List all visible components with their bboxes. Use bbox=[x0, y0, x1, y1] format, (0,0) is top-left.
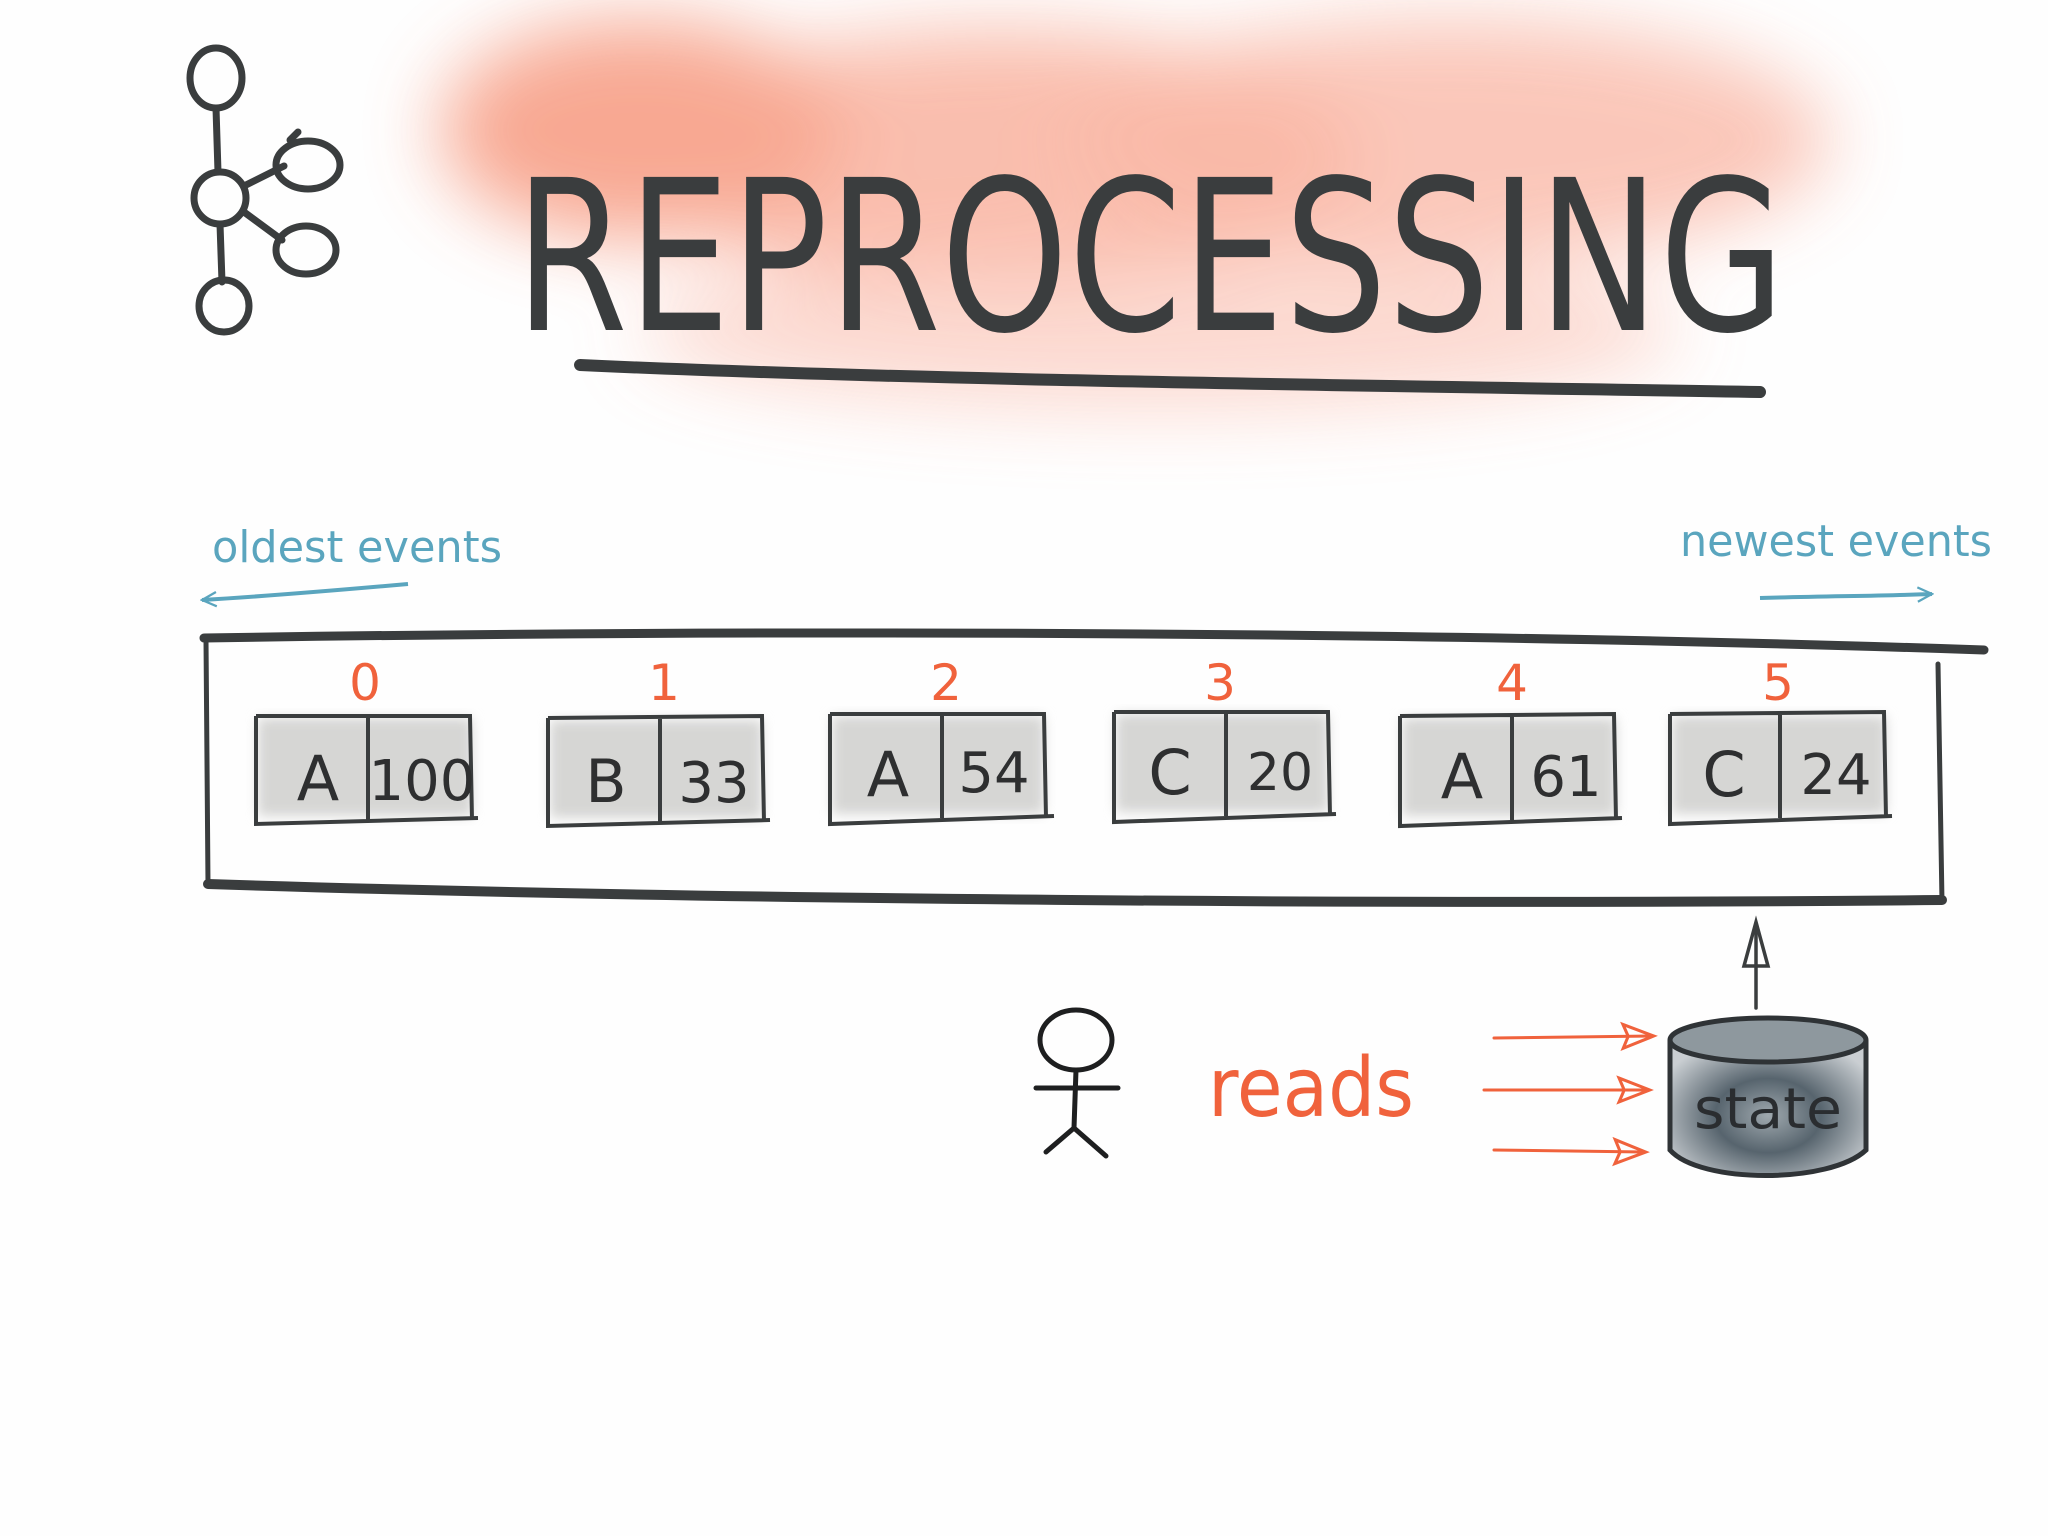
newest-events-arrow bbox=[1759, 594, 1932, 598]
stick-figure-icon bbox=[1033, 1007, 1121, 1159]
event-offset: 5 bbox=[1762, 654, 1794, 712]
state-to-log-arrow bbox=[1741, 915, 1771, 1010]
event-key: C bbox=[1702, 738, 1745, 811]
event-cell-bg bbox=[550, 720, 762, 818]
page-title: REPROCESSING bbox=[515, 135, 1785, 380]
event-value: 33 bbox=[678, 751, 749, 816]
newest-events-label: newest events bbox=[1680, 516, 1992, 567]
event-record: 4 A 61 bbox=[1398, 654, 1623, 829]
event-value: 24 bbox=[1800, 743, 1871, 808]
event-key: A bbox=[1441, 740, 1483, 813]
database-icon: state bbox=[1667, 1015, 1869, 1178]
event-key: A bbox=[297, 742, 339, 815]
event-cell-bg bbox=[1402, 718, 1616, 816]
event-value: 20 bbox=[1247, 743, 1313, 803]
reads-arrows bbox=[1482, 1021, 1658, 1167]
title-highlight bbox=[440, 20, 1830, 410]
event-cell-bg bbox=[1116, 714, 1328, 812]
event-offset: 0 bbox=[349, 654, 381, 712]
event-key: A bbox=[867, 738, 909, 811]
kafka-logo-icon bbox=[186, 44, 344, 336]
event-value: 54 bbox=[958, 741, 1029, 806]
oldest-events-label: oldest events bbox=[212, 522, 502, 573]
title-underline bbox=[574, 359, 1766, 398]
event-record: 5 C 24 bbox=[1668, 654, 1893, 827]
reads-arrow bbox=[1492, 1021, 1658, 1052]
event-offset: 4 bbox=[1496, 654, 1528, 712]
event-key: B bbox=[585, 747, 626, 817]
event-record: 1 B 33 bbox=[546, 654, 771, 829]
event-value: 100 bbox=[369, 749, 476, 814]
event-record: 2 A 54 bbox=[828, 654, 1055, 827]
reads-label: reads bbox=[1208, 1041, 1414, 1136]
event-record: 3 C 20 bbox=[1112, 654, 1337, 825]
state-label: state bbox=[1694, 1077, 1842, 1142]
event-cell-bg bbox=[832, 716, 1044, 814]
event-offset: 2 bbox=[930, 654, 962, 712]
event-records: 0 A 100 1 B 33 2 A 54 3 C 20 4 bbox=[254, 654, 1893, 829]
oldest-events-arrow bbox=[202, 582, 409, 600]
event-key: C bbox=[1148, 736, 1191, 809]
event-record: 0 A 100 bbox=[254, 654, 479, 827]
reads-arrow bbox=[1492, 1136, 1650, 1167]
event-value: 61 bbox=[1530, 745, 1601, 810]
event-cell-bg bbox=[258, 718, 472, 816]
event-offset: 3 bbox=[1204, 654, 1236, 712]
event-log-frame bbox=[199, 628, 1989, 907]
event-offset: 1 bbox=[648, 654, 680, 712]
